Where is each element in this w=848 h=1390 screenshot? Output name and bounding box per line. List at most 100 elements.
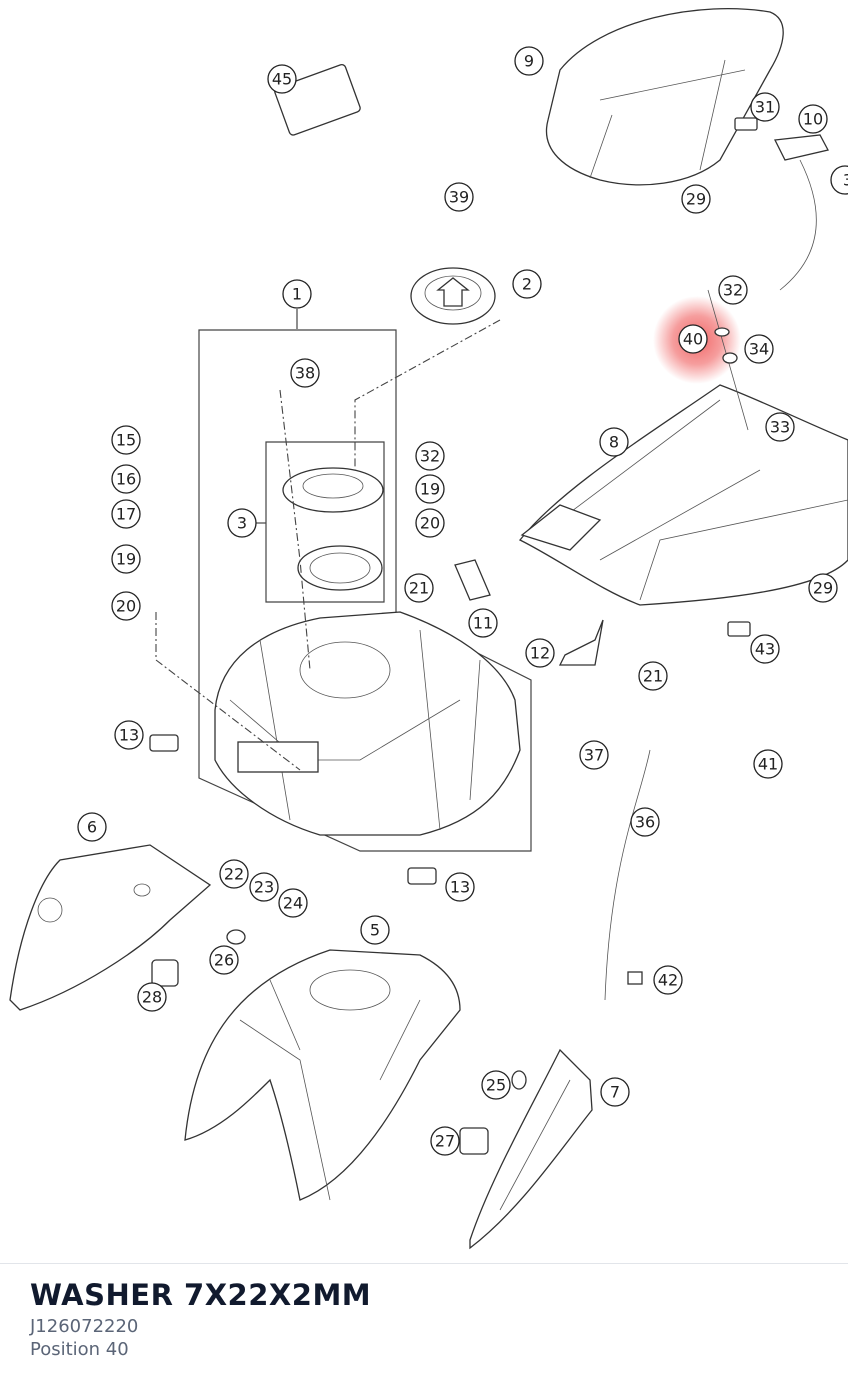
callout-33: 33 xyxy=(765,412,795,442)
callout-15: 15 xyxy=(111,425,141,455)
svg-text:33: 33 xyxy=(770,418,790,437)
callout-19: 19 xyxy=(111,544,141,574)
svg-text:11: 11 xyxy=(473,614,493,633)
callout-6: 6 xyxy=(77,812,107,842)
callout-25: 25 xyxy=(481,1070,511,1100)
right-side-panel-part xyxy=(469,1048,593,1250)
svg-text:1: 1 xyxy=(292,285,302,304)
part-number: J126072220 xyxy=(30,1316,139,1337)
callout-31: 31 xyxy=(750,92,780,122)
rider-seat-part xyxy=(518,384,848,606)
svg-text:29: 29 xyxy=(686,190,706,209)
fuel-tank-part xyxy=(214,611,521,836)
callout-41: 41 xyxy=(753,749,783,779)
small-parts xyxy=(149,63,829,1155)
callout-36: 36 xyxy=(630,807,660,837)
part-info-panel: WASHER 7X22X2MM J126072220 Position 40 xyxy=(30,1278,371,1360)
svg-text:24: 24 xyxy=(283,894,303,913)
callout-13: 13 xyxy=(445,872,475,902)
svg-text:25: 25 xyxy=(486,1076,506,1095)
callout-34: 34 xyxy=(744,334,774,364)
callout-43: 43 xyxy=(750,634,780,664)
flange-ring-part xyxy=(282,467,384,591)
svg-text:6: 6 xyxy=(87,818,97,837)
svg-text:22: 22 xyxy=(224,865,244,884)
callout-37: 37 xyxy=(579,740,609,770)
svg-text:5: 5 xyxy=(370,921,380,940)
part-position: Position 40 xyxy=(30,1339,129,1360)
leader-lines xyxy=(155,319,501,771)
callout-29: 29 xyxy=(808,573,838,603)
svg-text:34: 34 xyxy=(749,340,769,359)
callout-1: 1 xyxy=(282,279,312,309)
svg-text:42: 42 xyxy=(658,971,678,990)
part-name: WASHER 7X22X2MM xyxy=(30,1278,372,1312)
filler-cap-part xyxy=(410,267,496,325)
callout-19: 19 xyxy=(415,474,445,504)
divider xyxy=(0,1263,848,1264)
svg-text:21: 21 xyxy=(643,667,663,686)
callout-2: 2 xyxy=(512,269,542,299)
svg-text:29: 29 xyxy=(813,579,833,598)
callout-32: 32 xyxy=(415,441,445,471)
svg-text:41: 41 xyxy=(758,755,778,774)
svg-text:45: 45 xyxy=(272,70,292,89)
callout-9: 9 xyxy=(514,46,544,76)
callout-7: 7 xyxy=(600,1077,630,1107)
exploded-parts-diagram: 1 2 3 5 6 7 8 9 10 11 12 13 13 15 16 17 … xyxy=(9,7,848,1250)
svg-text:19: 19 xyxy=(116,550,136,569)
svg-text:40: 40 xyxy=(683,330,703,349)
callout-26: 26 xyxy=(209,945,239,975)
callout-38: 38 xyxy=(290,358,320,388)
svg-text:10: 10 xyxy=(803,110,823,129)
callout-24: 24 xyxy=(278,888,308,918)
callout-40-highlighted[interactable]: 40 xyxy=(678,324,708,354)
svg-text:27: 27 xyxy=(435,1132,455,1151)
svg-text:20: 20 xyxy=(420,514,440,533)
svg-text:23: 23 xyxy=(254,878,274,897)
callout-29: 29 xyxy=(681,184,711,214)
callout-39: 39 xyxy=(444,182,474,212)
callout-42: 42 xyxy=(653,965,683,995)
svg-text:8: 8 xyxy=(609,433,619,452)
rear-seat-part xyxy=(545,7,784,186)
svg-text:16: 16 xyxy=(116,470,136,489)
svg-text:26: 26 xyxy=(214,951,234,970)
callout-5: 5 xyxy=(360,915,390,945)
svg-text:31: 31 xyxy=(755,98,775,117)
svg-text:12: 12 xyxy=(530,644,550,663)
svg-text:32: 32 xyxy=(420,447,440,466)
callout-23: 23 xyxy=(249,872,279,902)
svg-text:3: 3 xyxy=(237,514,247,533)
callout-28: 28 xyxy=(137,982,167,1012)
tank-cover-part xyxy=(184,949,461,1201)
svg-text:13: 13 xyxy=(450,878,470,897)
svg-text:19: 19 xyxy=(420,480,440,499)
callout-20: 20 xyxy=(111,591,141,621)
callout-8: 8 xyxy=(599,427,629,457)
callout-45: 45 xyxy=(267,64,297,94)
callout-3-partial: 3 xyxy=(830,165,848,195)
svg-text:20: 20 xyxy=(116,597,136,616)
svg-text:39: 39 xyxy=(449,188,469,207)
svg-text:9: 9 xyxy=(524,52,534,71)
svg-text:13: 13 xyxy=(119,726,139,745)
svg-text:28: 28 xyxy=(142,988,162,1007)
callout-12: 12 xyxy=(525,638,555,668)
callout-16: 16 xyxy=(111,464,141,494)
callout-21: 21 xyxy=(404,573,434,603)
callout-20: 20 xyxy=(415,508,445,538)
svg-text:32: 32 xyxy=(723,281,743,300)
left-side-panel-part xyxy=(9,844,212,1011)
callout-13: 13 xyxy=(114,720,144,750)
callout-11: 11 xyxy=(468,608,498,638)
svg-text:43: 43 xyxy=(755,640,775,659)
svg-text:38: 38 xyxy=(295,364,315,383)
svg-text:17: 17 xyxy=(116,505,136,524)
svg-text:21: 21 xyxy=(409,579,429,598)
callout-22: 22 xyxy=(219,859,249,889)
callout-32: 32 xyxy=(718,275,748,305)
svg-text:3: 3 xyxy=(843,171,848,190)
callout-27: 27 xyxy=(430,1126,460,1156)
callout-21: 21 xyxy=(638,661,668,691)
